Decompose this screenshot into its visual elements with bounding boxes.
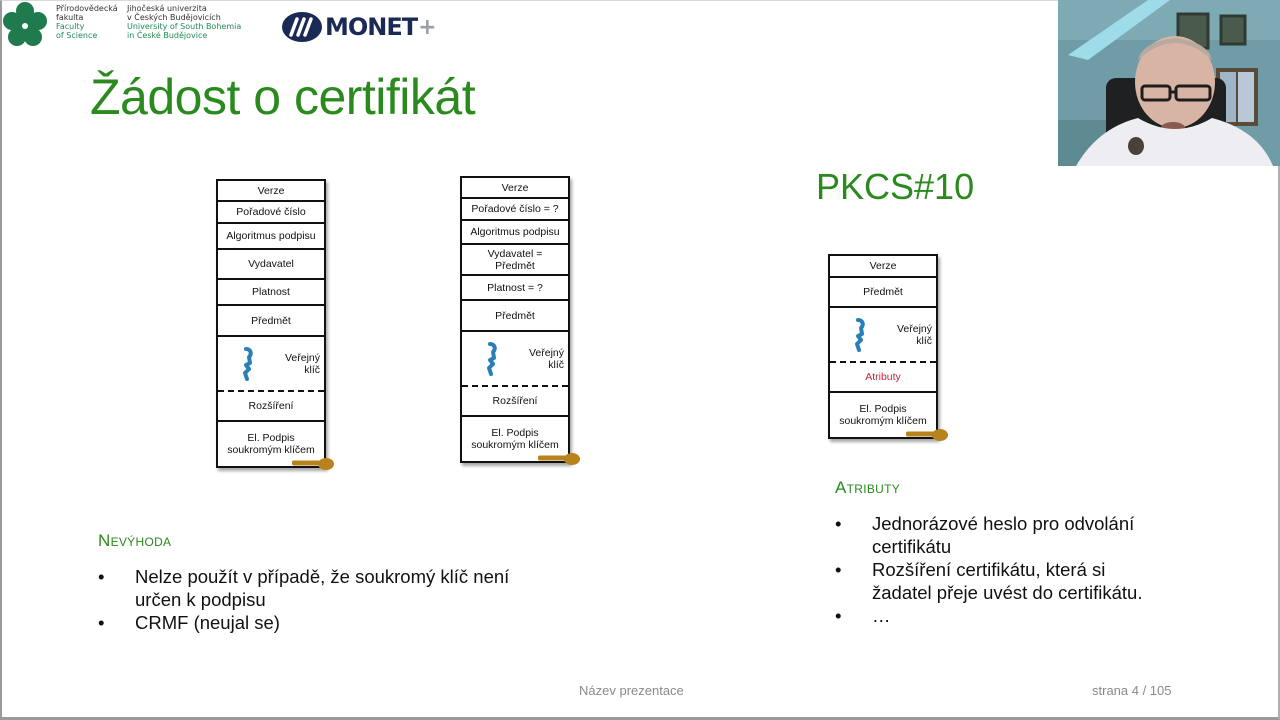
- cert-field-subject: Předmět: [218, 306, 324, 337]
- cert-field-serial: Pořadové číslo: [218, 202, 324, 224]
- public-key-icon: [487, 342, 497, 376]
- public-key-icon: [243, 347, 253, 381]
- public-key-label: Veřejný klíč: [528, 346, 564, 371]
- university-line: University of South Bohemia: [127, 22, 242, 31]
- cert-field-issuer: Vydavatel: [218, 250, 324, 280]
- cert-field-extensions: Rozšíření: [216, 392, 326, 422]
- faculty-flower-logo: [3, 2, 47, 46]
- faculty-line: of Science: [56, 31, 98, 40]
- req-field-extensions: Rozšíření: [460, 387, 570, 417]
- cert-field-public-key: Veřejný klíč: [218, 337, 324, 392]
- list-item: Rozšíření certifikátu, která si žadatel …: [832, 558, 1152, 604]
- cert-field-version: Verze: [218, 181, 324, 202]
- presentation-name: Název prezentace: [579, 683, 684, 698]
- monet-mark-icon: [282, 12, 322, 42]
- public-key-label: Veřejný klíč: [896, 322, 932, 347]
- university-line: Jihočeská univerzita: [127, 4, 207, 13]
- private-key-icon: [538, 453, 580, 465]
- page-indicator: strana 4 / 105: [1092, 683, 1172, 698]
- cert-field-algorithm: Algoritmus podpisu: [218, 224, 324, 250]
- public-key-icon: [855, 318, 865, 352]
- signature-label: El. Podpis soukromým klíčem: [839, 403, 927, 427]
- req-field-issuer: Vydavatel = Předmět: [462, 245, 568, 276]
- pkcs-field-version: Verze: [830, 256, 936, 278]
- faculty-line: Faculty: [56, 22, 85, 31]
- monet-logo: MONET +: [281, 10, 437, 44]
- req-field-validity: Platnost = ?: [462, 276, 568, 301]
- attributes-heading: Atributy: [835, 478, 901, 497]
- monet-plus: +: [418, 14, 437, 40]
- disadvantage-list: Nelze použít v případě, že soukromý klíč…: [95, 565, 515, 634]
- pkcs-field-public-key: Veřejný klíč: [830, 308, 936, 363]
- pkcs10-title: PKCS#10: [816, 166, 975, 207]
- pkcs-field-subject: Předmět: [830, 278, 936, 308]
- disadvantage-heading: Nevýhoda: [98, 531, 172, 550]
- pkcs-field-signature: El. Podpis soukromým klíčem: [830, 393, 948, 441]
- req-field-public-key: Veřejný klíč: [462, 332, 568, 387]
- slide-title: Žádost o certifikát: [90, 69, 476, 125]
- req-field-version: Verze: [462, 178, 568, 199]
- presenter-video-frame: [1058, 0, 1280, 166]
- faculty-name: Přírodovědecká fakulta Faculty of Scienc…: [56, 4, 118, 40]
- faculty-line: fakulta: [56, 13, 84, 22]
- certificate-diagram: Verze Pořadové číslo Algoritmus podpisu …: [216, 179, 334, 470]
- signature-label: El. Podpis soukromým klíčem: [471, 427, 559, 451]
- private-key-icon: [906, 429, 948, 441]
- university-line: v Českých Budějovicích: [127, 13, 221, 22]
- cert-field-validity: Platnost: [218, 280, 324, 306]
- cert-field-signature: El. Podpis soukromým klíčem: [218, 422, 334, 470]
- university-line: in České Budějovice: [127, 31, 208, 40]
- list-item: …: [832, 604, 1152, 627]
- req-field-signature: El. Podpis soukromým klíčem: [462, 417, 580, 465]
- pkcs10-diagram: Verze Předmět Veřejný klíč Atributy El. …: [828, 254, 948, 441]
- attributes-list: Jednorázové heslo pro odvolání certifiká…: [832, 512, 1152, 627]
- monet-wordmark: MONET: [325, 13, 418, 41]
- university-name: Jihočeská univerzita v Českých Budějovic…: [127, 4, 241, 40]
- public-key-label: Veřejný klíč: [284, 351, 320, 376]
- list-item: Nelze použít v případě, že soukromý klíč…: [95, 565, 515, 611]
- req-field-subject: Předmět: [462, 301, 568, 332]
- req-field-serial: Pořadové číslo = ?: [462, 199, 568, 221]
- signature-label: El. Podpis soukromým klíčem: [227, 432, 315, 456]
- pkcs-field-attributes: Atributy: [828, 363, 938, 393]
- presenter-webcam: [1058, 0, 1280, 166]
- private-key-icon: [292, 458, 334, 470]
- req-field-algorithm: Algoritmus podpisu: [462, 221, 568, 245]
- faculty-line: Přírodovědecká: [56, 4, 118, 13]
- self-signed-diagram: Verze Pořadové číslo = ? Algoritmus podp…: [460, 176, 580, 465]
- list-item: CRMF (neujal se): [95, 611, 515, 634]
- list-item: Jednorázové heslo pro odvolání certifiká…: [832, 512, 1152, 558]
